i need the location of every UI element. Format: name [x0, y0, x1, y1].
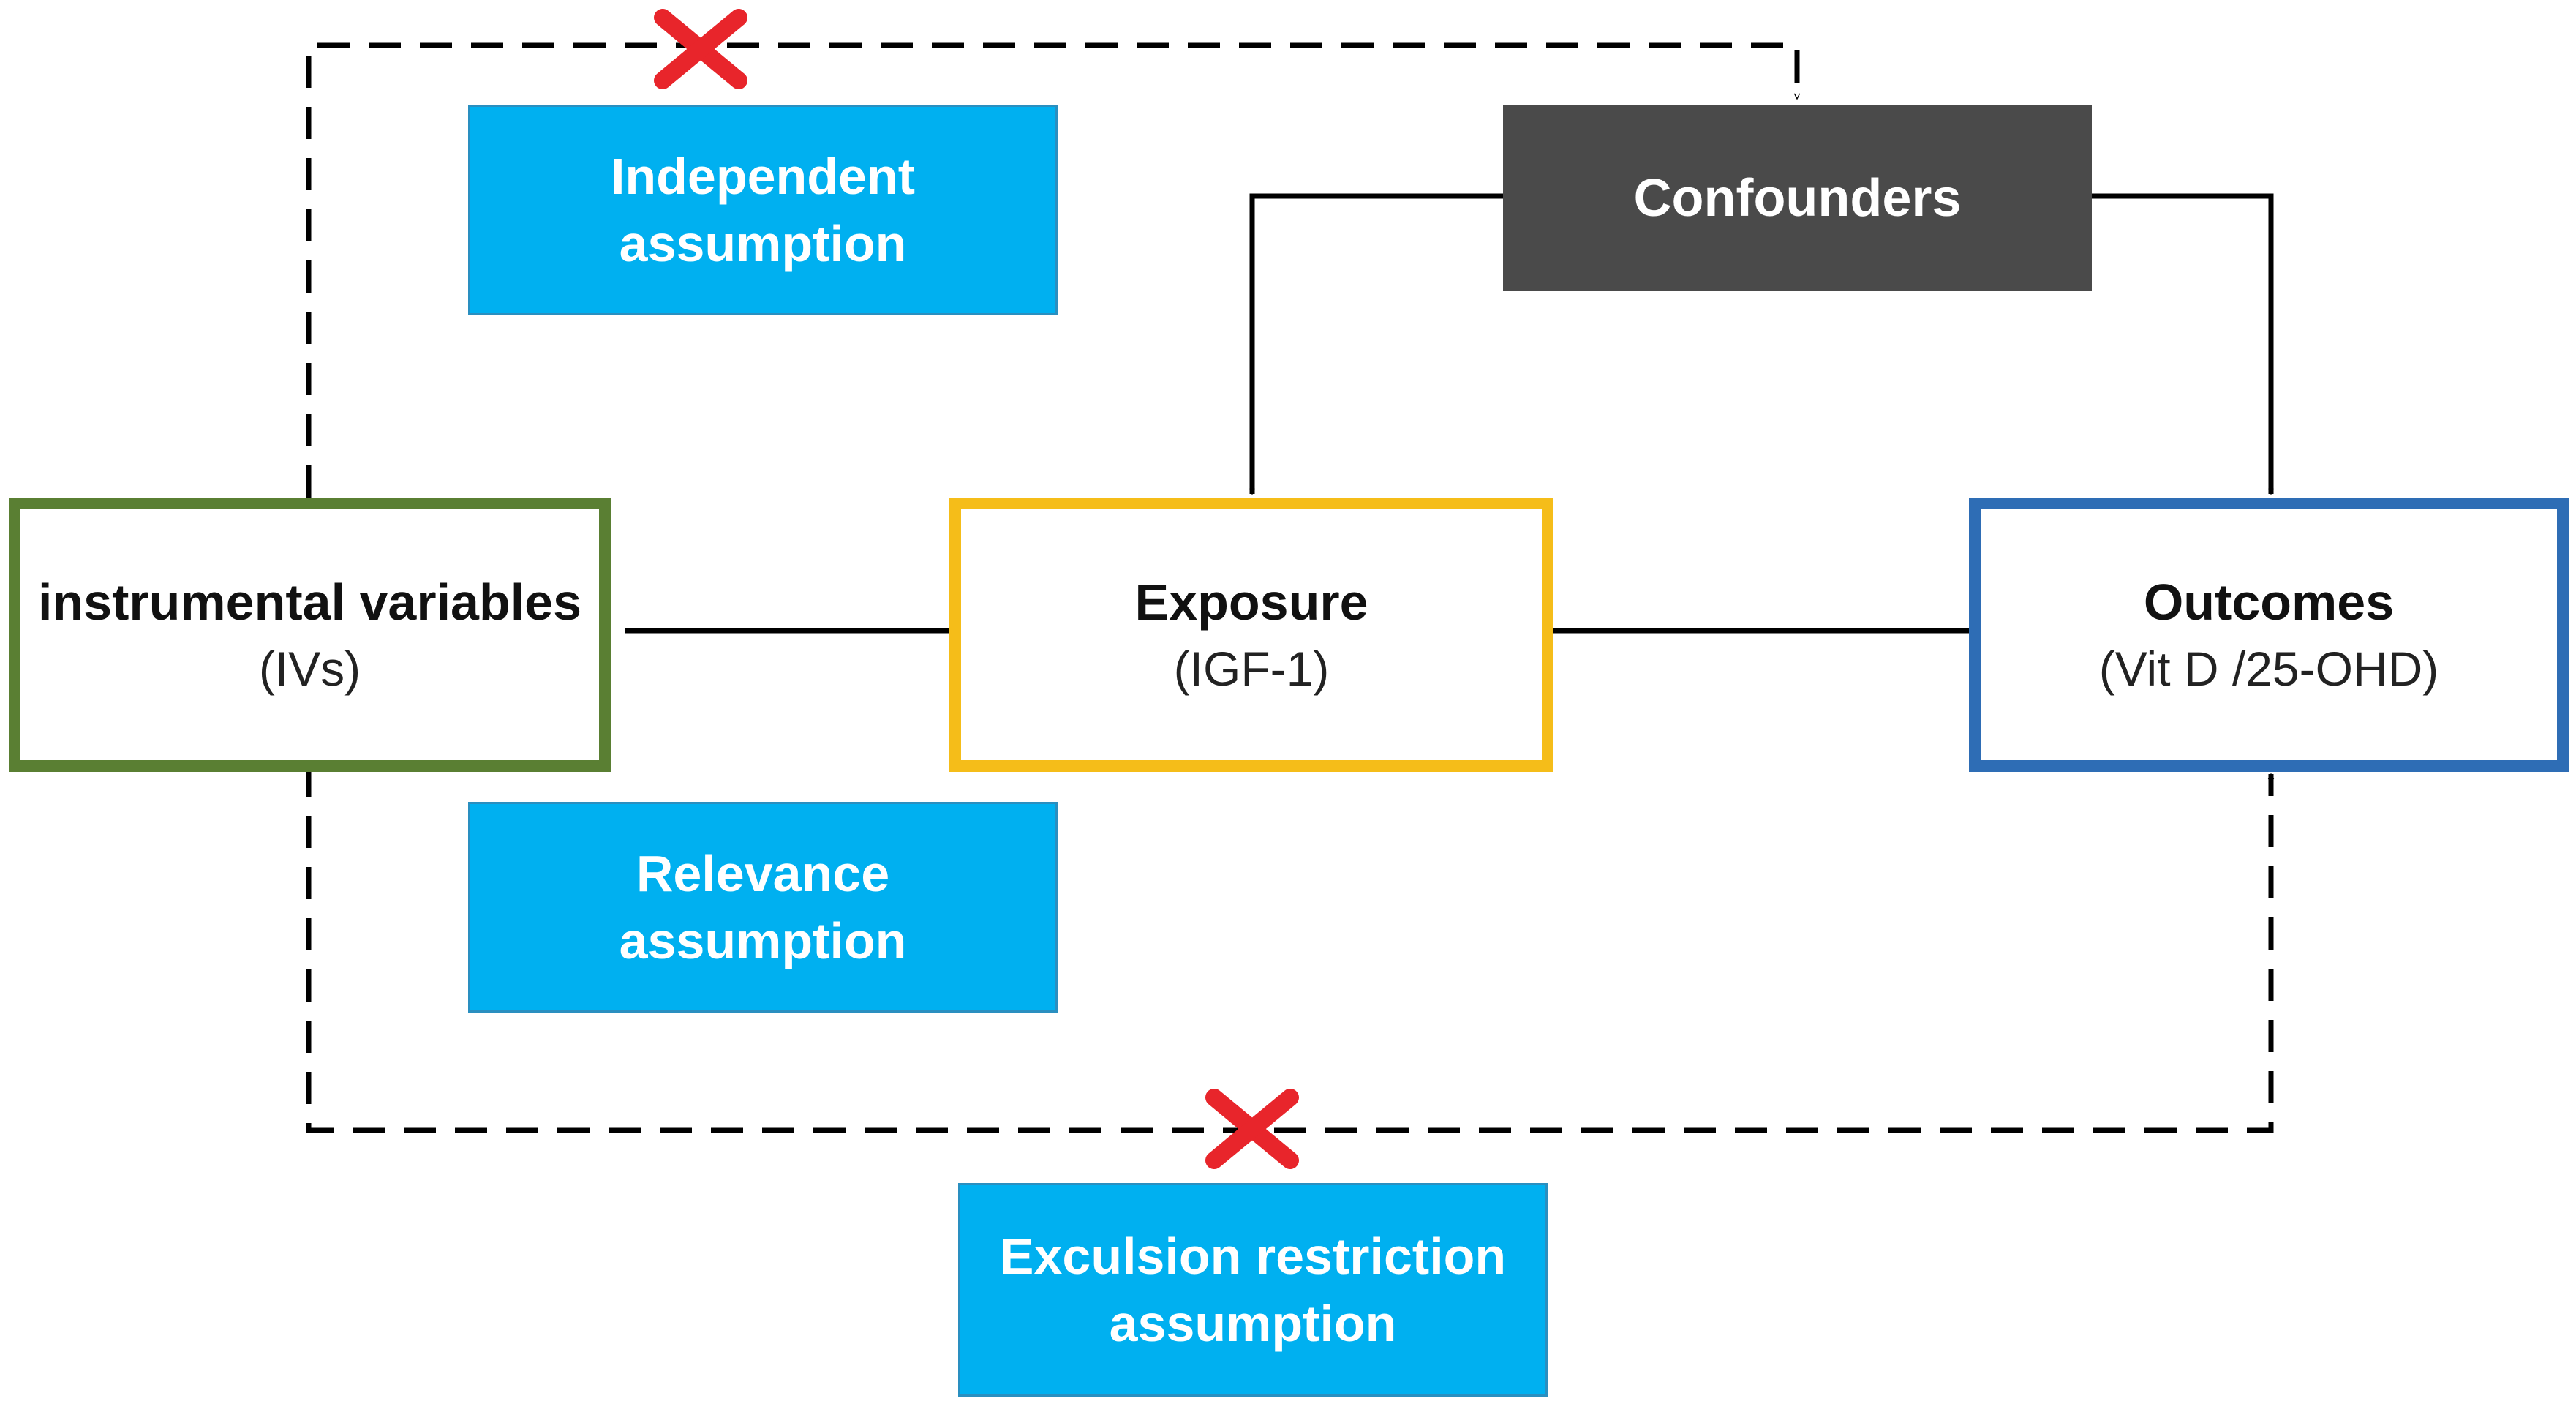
exclusion-assumption-box: Exculsion restriction assumption — [958, 1183, 1548, 1397]
red-x-icon — [654, 9, 747, 89]
independent-assumption-box: Independent assumption — [468, 105, 1058, 315]
ivs-subtitle: (IVs) — [258, 641, 361, 696]
arrow-confounders-to-outcomes — [2092, 193, 2271, 494]
independent-line1: Independent — [610, 148, 916, 205]
exposure-title: Exposure — [1134, 573, 1368, 631]
relevance-assumption-box: Relevance assumption — [468, 802, 1058, 1013]
exposure-subtitle: (IGF-1) — [1173, 641, 1330, 696]
exclusion-line2: assumption — [1109, 1295, 1397, 1352]
outcomes-title: Outcomes — [2143, 573, 2395, 631]
arrow-confounders-to-exposure — [1252, 193, 1503, 494]
confounders-node: Confounders — [1503, 105, 2092, 291]
ivs-title: instrumental variables — [37, 573, 582, 631]
red-x-icon — [1205, 1089, 1299, 1169]
confounders-title: Confounders — [1633, 168, 1962, 228]
relevance-line1: Relevance — [636, 845, 890, 902]
independent-line2: assumption — [619, 215, 907, 272]
ivs-node: instrumental variables (IVs) — [9, 498, 611, 772]
outcomes-node: Outcomes (Vit D /25-OHD) — [1969, 498, 2569, 772]
dashed-path-ivs-to-outcomes — [306, 765, 2271, 1133]
exclusion-line1: Exculsion restriction — [999, 1228, 1507, 1285]
dashed-path-ivs-to-confounders — [306, 42, 1797, 498]
exposure-node: Exposure (IGF-1) — [949, 498, 1553, 772]
outcomes-subtitle: (Vit D /25-OHD) — [2098, 641, 2439, 696]
relevance-line2: assumption — [619, 912, 907, 969]
